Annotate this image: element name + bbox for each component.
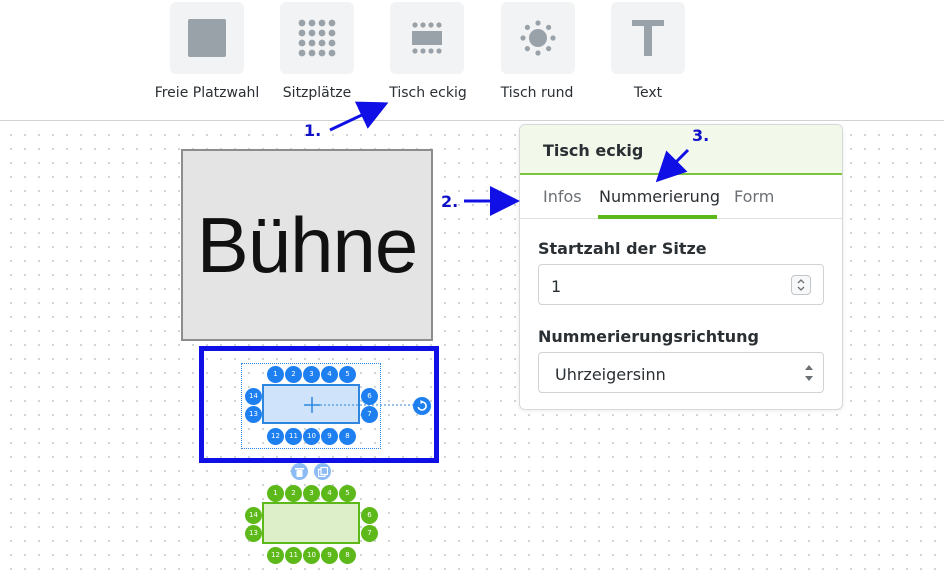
square-icon (170, 2, 244, 74)
tool-label: Tisch rund (500, 85, 574, 101)
panel-title: Tisch eckig (520, 125, 842, 175)
active-tab-indicator (598, 215, 717, 219)
seat[interactable]: 6 (361, 388, 378, 405)
copy-table-button[interactable] (314, 463, 331, 480)
seat[interactable]: 2 (285, 366, 302, 383)
annotation-highlight-box (199, 346, 439, 463)
seat[interactable]: 11 (285, 547, 302, 564)
seat[interactable]: 5 (339, 366, 356, 383)
seat-grid-icon (280, 2, 354, 74)
selected-rect-table[interactable] (262, 384, 360, 424)
start-number-label: Startzahl der Sitze (538, 239, 707, 258)
move-crosshair-icon (304, 397, 358, 413)
rotate-connector (360, 404, 414, 406)
seat[interactable]: 8 (339, 428, 356, 445)
seat[interactable]: 4 (321, 366, 338, 383)
number-spinner[interactable] (791, 275, 811, 295)
annotation-step-2: 2. (441, 192, 459, 211)
spinner-arrows-icon (797, 279, 805, 291)
rotate-icon (417, 400, 427, 411)
direction-label: Nummerierungsrichtung (538, 327, 759, 346)
seat[interactable]: 3 (303, 366, 320, 383)
selection-outline (241, 363, 381, 449)
start-number-input[interactable]: 1 (538, 264, 824, 305)
annotation-step-3: 3. (692, 126, 710, 145)
tool-label: Freie Platzwahl (154, 85, 260, 101)
rotate-handle[interactable] (413, 397, 431, 415)
tab-form[interactable]: Form (734, 187, 775, 206)
seat[interactable]: 2 (285, 485, 302, 502)
trash-icon (295, 467, 304, 477)
annotation-step-1: 1. (304, 121, 322, 140)
seat[interactable]: 9 (321, 547, 338, 564)
properties-panel: Tisch eckig Infos Nummerierung Form Star… (519, 124, 843, 410)
direction-value: Uhrzeigersinn (555, 365, 666, 384)
stage-block[interactable]: Bühne (181, 149, 433, 341)
seat[interactable]: 8 (339, 547, 356, 564)
tab-infos[interactable]: Infos (543, 187, 582, 206)
seat[interactable]: 10 (303, 428, 320, 445)
seat[interactable]: 9 (321, 428, 338, 445)
tool-label: Tisch eckig (389, 85, 467, 101)
seat[interactable]: 14 (245, 507, 262, 524)
tab-nummerierung[interactable]: Nummerierung (599, 187, 721, 206)
direction-select[interactable]: Uhrzeigersinn (538, 352, 824, 393)
seat[interactable]: 13 (245, 525, 262, 542)
text-icon (611, 2, 685, 74)
rect-table-icon (390, 2, 464, 74)
seat[interactable]: 13 (245, 406, 262, 423)
toolbar: Freie Platzwahl Sitzplätze Tisch eckig (0, 0, 944, 121)
select-arrows-icon (805, 365, 813, 381)
seat[interactable]: 1 (267, 366, 284, 383)
seat[interactable]: 7 (361, 525, 378, 542)
seat[interactable]: 4 (321, 485, 338, 502)
seat[interactable]: 6 (361, 507, 378, 524)
start-number-value: 1 (551, 277, 562, 296)
tool-label: Text (633, 85, 663, 101)
seat[interactable]: 3 (303, 485, 320, 502)
delete-table-button[interactable] (291, 463, 308, 480)
seat[interactable]: 5 (339, 485, 356, 502)
seat[interactable]: 12 (267, 547, 284, 564)
seat[interactable]: 12 (267, 428, 284, 445)
round-table-icon (501, 2, 575, 74)
seat[interactable]: 14 (245, 388, 262, 405)
panel-tabs: Infos Nummerierung Form (520, 175, 842, 219)
seat[interactable]: 10 (303, 547, 320, 564)
tool-label: Sitzplätze (282, 85, 352, 101)
seat[interactable]: 1 (267, 485, 284, 502)
stage-label: Bühne (196, 200, 419, 289)
second-rect-table[interactable] (262, 502, 360, 544)
copy-icon (317, 466, 328, 477)
seat[interactable]: 7 (361, 406, 378, 423)
seat[interactable]: 11 (285, 428, 302, 445)
